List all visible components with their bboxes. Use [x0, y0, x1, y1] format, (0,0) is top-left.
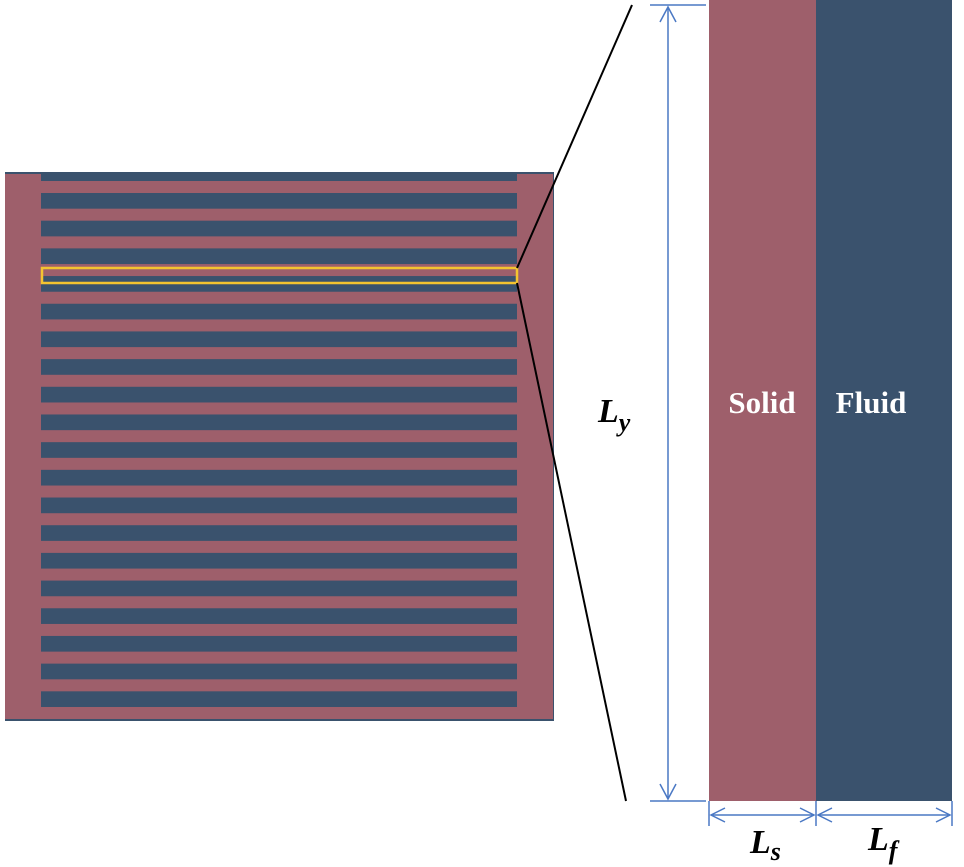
zoom-line-bottom — [516, 282, 627, 802]
solid-fin-strip — [40, 181, 520, 193]
solid-fin-strip — [40, 457, 520, 470]
zoom-lines — [516, 4, 633, 802]
left-header-bar — [5, 174, 41, 719]
solid-fin-strip — [40, 679, 520, 692]
solid-fin-strip — [40, 347, 520, 360]
unit-cell-detail: Solid Fluid — [709, 0, 952, 801]
solid-fin-strip — [40, 651, 520, 664]
solid-fin-strip — [40, 513, 520, 526]
right-header-bar — [517, 174, 553, 719]
ly-dimension: Ly — [597, 4, 706, 802]
fluid-label: Fluid — [836, 385, 907, 420]
solid-fin-strip — [40, 291, 520, 304]
solid-fin-strip — [40, 319, 520, 332]
ls-arrowhead-left — [709, 807, 726, 823]
solid-fin-strip — [40, 208, 520, 221]
unit-cell-highlight — [40, 266, 519, 285]
overview-panel — [5, 172, 554, 721]
solid-fin-strip — [40, 264, 520, 277]
ls-label: Ls — [749, 824, 781, 866]
solid-fin-strip — [40, 485, 520, 498]
ly-arrowhead-bottom — [659, 783, 677, 801]
solid-fin-strip — [40, 540, 520, 553]
solid-fin-strip — [40, 430, 520, 443]
solid-fin-strip — [40, 374, 520, 387]
solid-fin-strip — [40, 402, 520, 415]
solid-region — [709, 0, 816, 801]
ly-arrowhead-top — [659, 5, 677, 23]
ls-arrowhead-right — [799, 807, 816, 823]
solid-fin-strip — [40, 568, 520, 581]
lf-arrowhead-left — [816, 807, 833, 823]
ly-label: Ly — [597, 393, 631, 437]
solid-fin-strip — [40, 596, 520, 609]
solid-fin-strip — [40, 236, 520, 249]
fluid-region — [816, 0, 952, 801]
lf-arrowhead-right — [935, 807, 952, 823]
zoom-line-top — [516, 4, 633, 269]
lf-label: Lf — [867, 821, 900, 865]
solid-label: Solid — [728, 385, 795, 420]
width-dimensions: Ls Lf — [708, 801, 953, 866]
solid-fin-strips — [40, 181, 520, 719]
overview-background — [5, 172, 554, 721]
solid-fin-strip — [40, 623, 520, 636]
solid-fin-strip — [40, 707, 520, 719]
